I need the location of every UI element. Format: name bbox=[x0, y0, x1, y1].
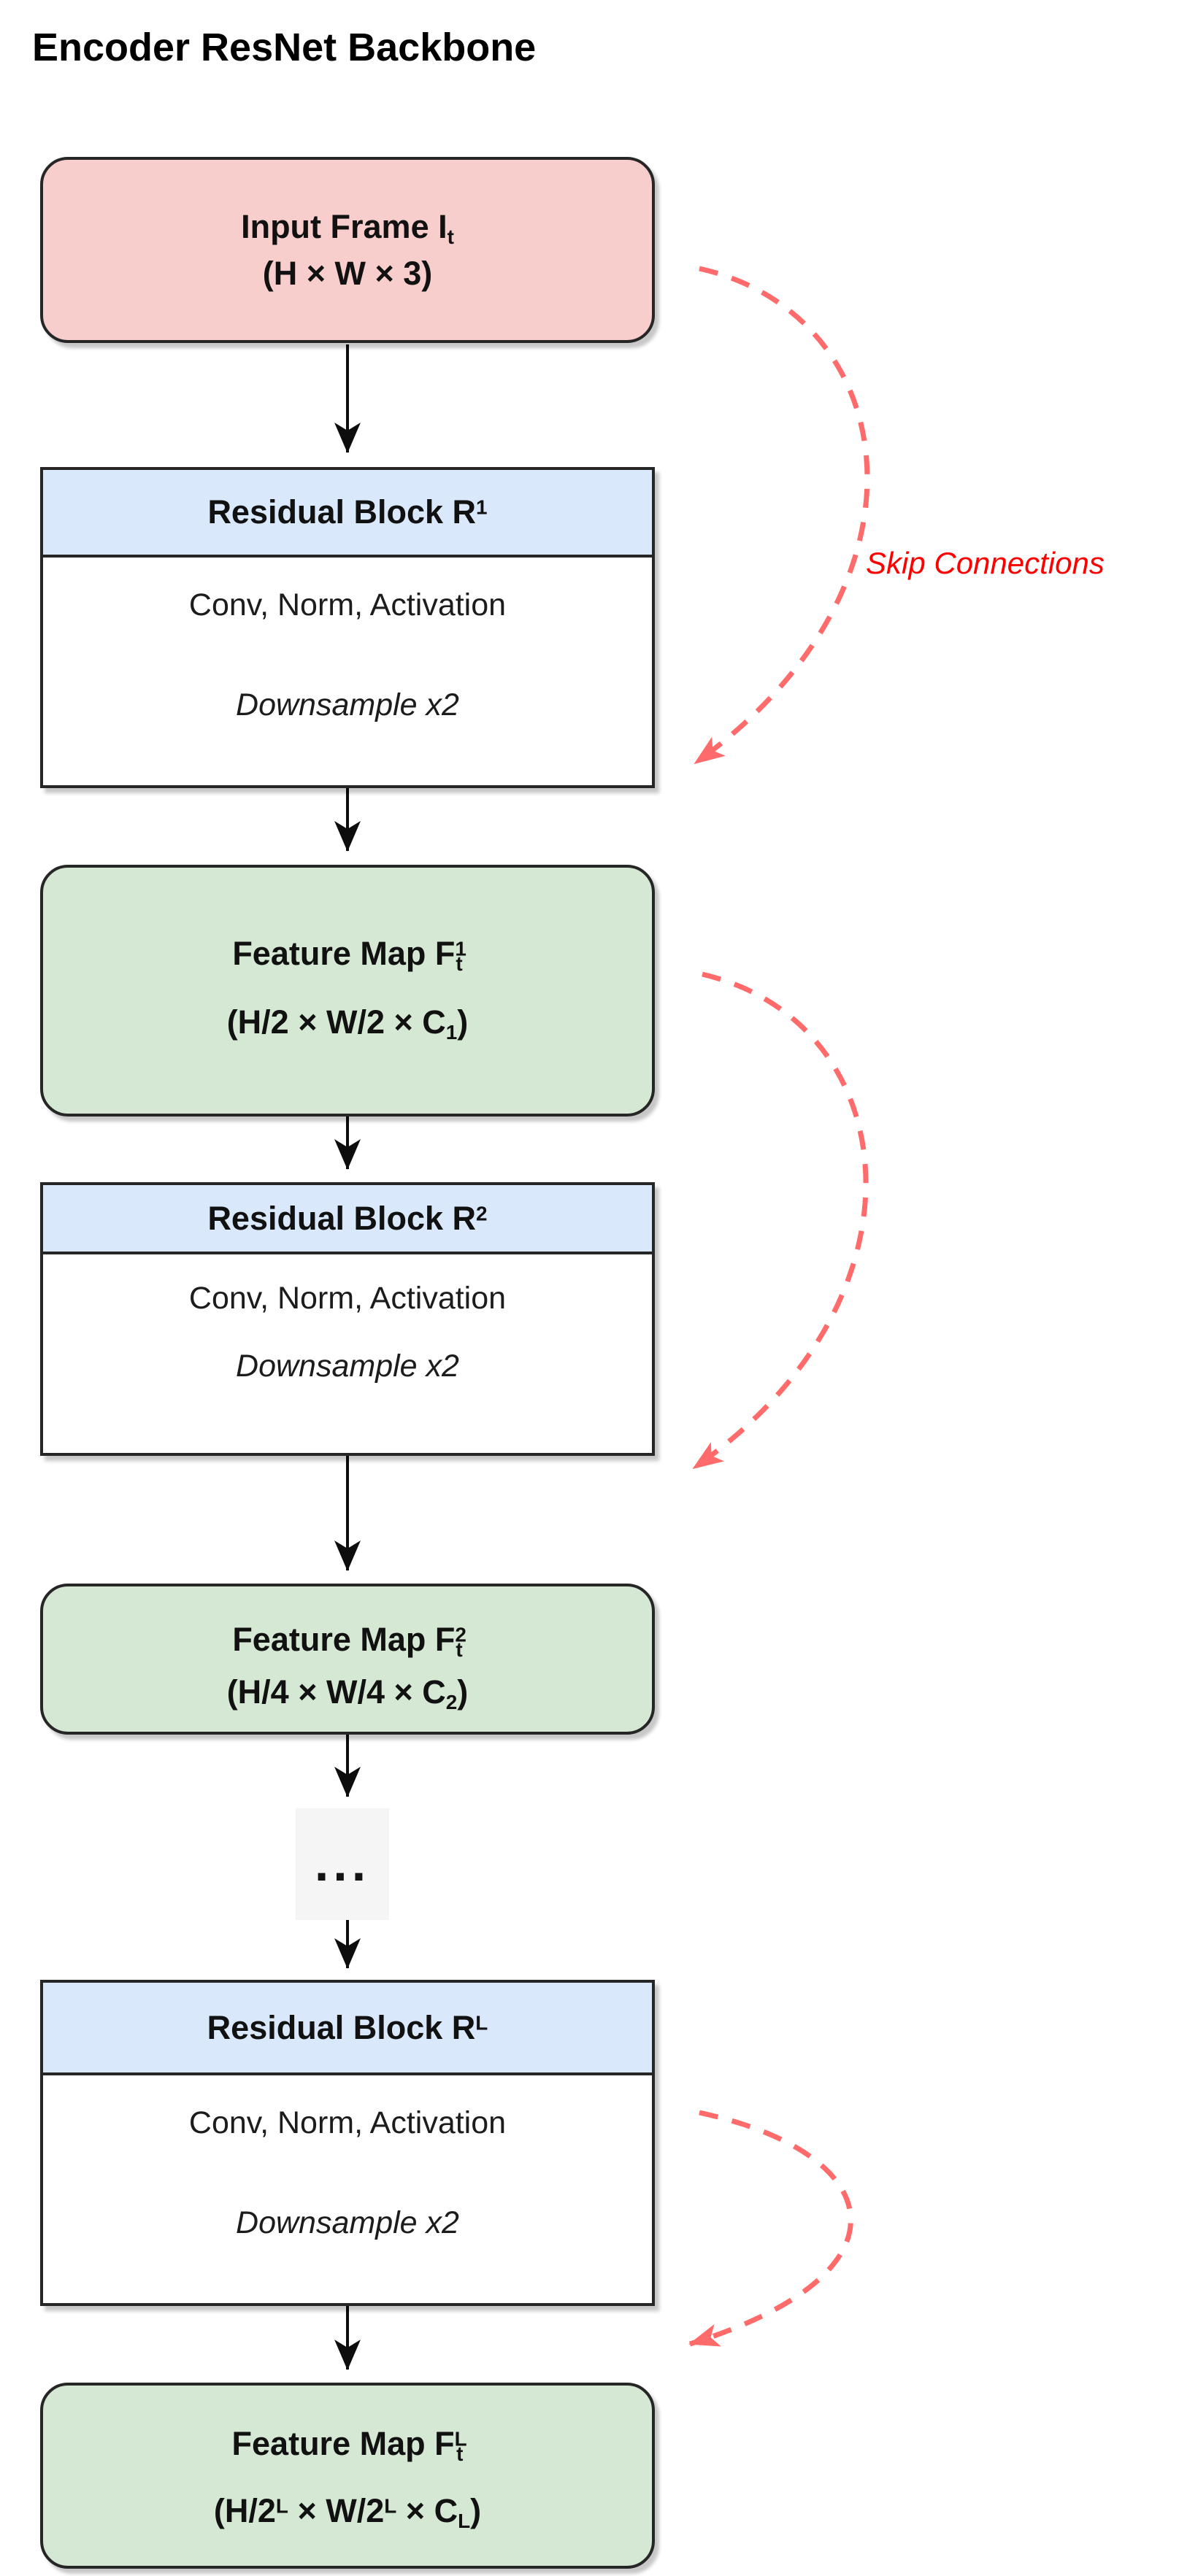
feature-map-L-label: Feature Map FLt bbox=[231, 2425, 467, 2465]
feature-map-1-node: Feature Map F1t (H/2 × W/2 × C1) bbox=[40, 865, 655, 1117]
residual-block-1-header: Residual Block R1 bbox=[43, 470, 652, 558]
ellipsis-dots: ... bbox=[314, 1835, 371, 1891]
feature-map-L-node: Feature Map FLt (H/2L × W/2L × CL) bbox=[40, 2383, 655, 2569]
skip-connection-arc-3 bbox=[688, 2110, 853, 2347]
feature-map-1-dims: (H/2 × W/2 × C1) bbox=[226, 1003, 469, 1044]
feature-map-L-dims: (H/2L × W/2L × CL) bbox=[213, 2492, 482, 2532]
input-frame-node: Input Frame It (H × W × 3) bbox=[40, 157, 655, 343]
residual-block-L-ops: Conv, Norm, Activation bbox=[188, 2105, 507, 2140]
residual-block-L-header: Residual Block RL bbox=[43, 1983, 652, 2075]
feature-map-2-dims: (H/4 × W/4 × C2) bbox=[226, 1673, 469, 1713]
input-frame-label: Input Frame It bbox=[241, 208, 454, 248]
feature-map-2-label: Feature Map F2t bbox=[232, 1621, 466, 1661]
residual-block-1-ops: Conv, Norm, Activation bbox=[188, 587, 507, 622]
feature-map-2-node: Feature Map F2t (H/4 × W/4 × C2) bbox=[40, 1584, 655, 1735]
residual-block-2-ops: Conv, Norm, Activation bbox=[188, 1281, 507, 1316]
page-title: Encoder ResNet Backbone bbox=[32, 26, 537, 69]
skip-connection-arc-1 bbox=[693, 266, 870, 766]
residual-block-L-node: Residual Block RL Conv, Norm, Activation… bbox=[40, 1980, 655, 2306]
skip-connections-label: Skip Connections bbox=[866, 546, 1105, 580]
residual-block-L-downsample: Downsample x2 bbox=[236, 2205, 459, 2240]
residual-block-1-node: Residual Block R1 Conv, Norm, Activation… bbox=[40, 467, 655, 788]
residual-block-1-downsample: Downsample x2 bbox=[236, 687, 459, 722]
residual-block-2-node: Residual Block R2 Conv, Norm, Activation… bbox=[40, 1182, 655, 1456]
skip-connection-arc-2 bbox=[692, 971, 869, 1470]
residual-block-L-title: Residual Block RL bbox=[207, 2008, 488, 2046]
residual-block-1-title: Residual Block R1 bbox=[207, 493, 488, 531]
feature-map-1-label: Feature Map F1t bbox=[232, 935, 466, 975]
ellipsis-background bbox=[296, 1808, 389, 1920]
residual-block-2-header: Residual Block R2 bbox=[43, 1185, 652, 1254]
input-frame-dims: (H × W × 3) bbox=[262, 255, 433, 292]
residual-block-2-title: Residual Block R2 bbox=[207, 1199, 488, 1237]
residual-block-2-downsample: Downsample x2 bbox=[236, 1349, 459, 1384]
